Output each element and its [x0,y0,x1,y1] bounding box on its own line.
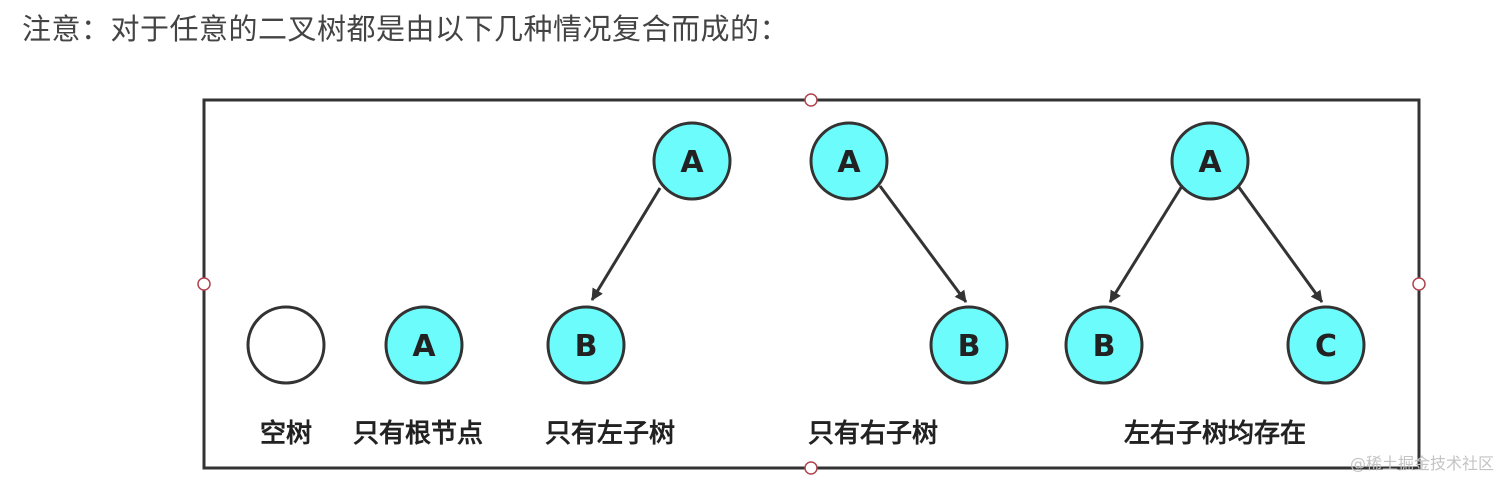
frame-handle-bottom[interactable] [804,461,818,475]
node-letter: A [680,145,704,180]
edge-arrow [1236,185,1324,303]
case-label-both-subtrees: 左右子树均存在 [1124,419,1306,449]
case-label-root-only: 只有根节点 [353,418,483,449]
node-letter: A [412,329,436,364]
tree-node [1170,121,1250,201]
case-left-subtree: A B 只有左子树 [545,121,732,449]
node-letter: B [958,329,981,364]
edge-arrow [590,187,662,301]
case-label-right-subtree: 只有右子树 [808,419,938,449]
tree-node [1286,305,1366,385]
empty-node [246,305,326,385]
node-letter: A [837,145,861,180]
edge-arrow [1108,185,1184,303]
case-both-subtrees: A B C 左右子树均存在 [1064,121,1366,449]
case-label-empty: 空树 [260,418,312,449]
page-heading: 注意：对于任意的二叉树都是由以下几种情况复合而成的： [22,12,790,46]
node-letter: A [1198,145,1222,180]
case-empty-tree: 空树 [246,305,326,449]
case-right-subtree: A B 只有右子树 [808,121,1009,449]
node-letter: B [1093,329,1116,364]
watermark: @稀土掘金技术社区 [1349,454,1494,473]
frame-handle-top[interactable] [804,93,818,107]
tree-node [929,305,1009,385]
edge-arrow [878,185,968,303]
tree-node [1064,305,1144,385]
node-letter: B [575,329,598,364]
tree-node [384,305,464,385]
frame-handle-right[interactable] [1412,277,1426,291]
tree-node [546,305,626,385]
tree-node [809,121,889,201]
case-root-only: A 只有根节点 [353,305,483,449]
case-label-left-subtree: 只有左子树 [545,419,675,449]
frame-handle-left[interactable] [197,277,211,291]
tree-node [652,121,732,201]
node-letter: C [1315,329,1337,364]
